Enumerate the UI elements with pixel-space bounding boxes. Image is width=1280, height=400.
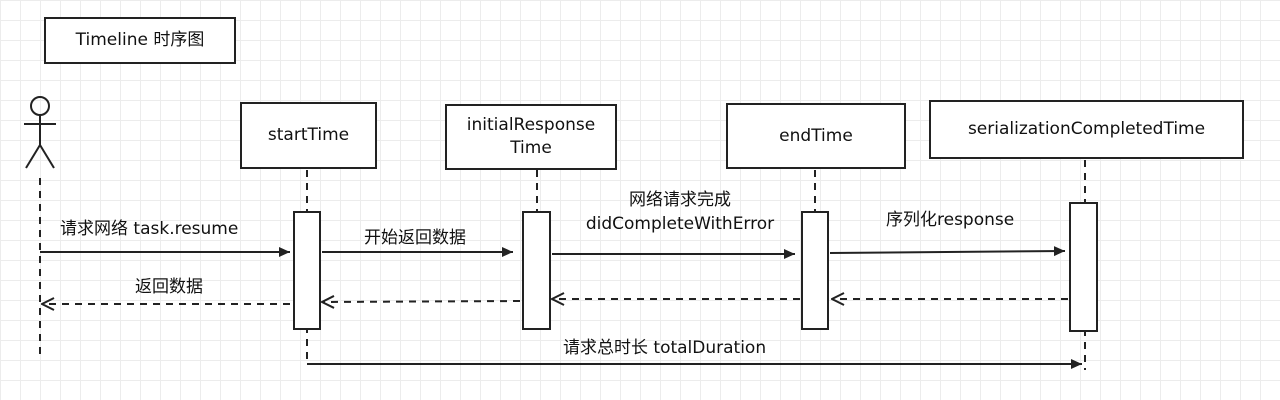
activation-initial-response-time [522,211,551,330]
participant-serialization-completed-time: serializationCompletedTime [929,100,1244,159]
return-initial-to-start [322,301,521,302]
participant-end-time: endTime [726,103,906,169]
message-label-total-duration: 请求总时长 totalDuration [563,338,767,358]
activation-serialization-completed-time [1069,202,1098,332]
activation-end-time [801,211,829,330]
actor-icon [24,96,56,169]
message-label-serialize-response: 序列化response [886,210,1015,230]
activation-start-time [293,211,321,330]
participant-start-time: startTime [240,102,377,169]
participant-initial-response-time: initialResponse Time [445,104,617,170]
diagram-title: Timeline 时序图 [44,17,236,64]
message-label-network-request-complete: 网络请求完成 didCompleteWithError [585,190,775,234]
message-label-start-returning-data: 开始返回数据 [364,228,466,248]
message-label-return-data: 返回数据 [135,277,203,297]
message-label-request-network: 请求网络 task.resume [60,219,239,239]
message-serialize-response [829,246,1066,257]
